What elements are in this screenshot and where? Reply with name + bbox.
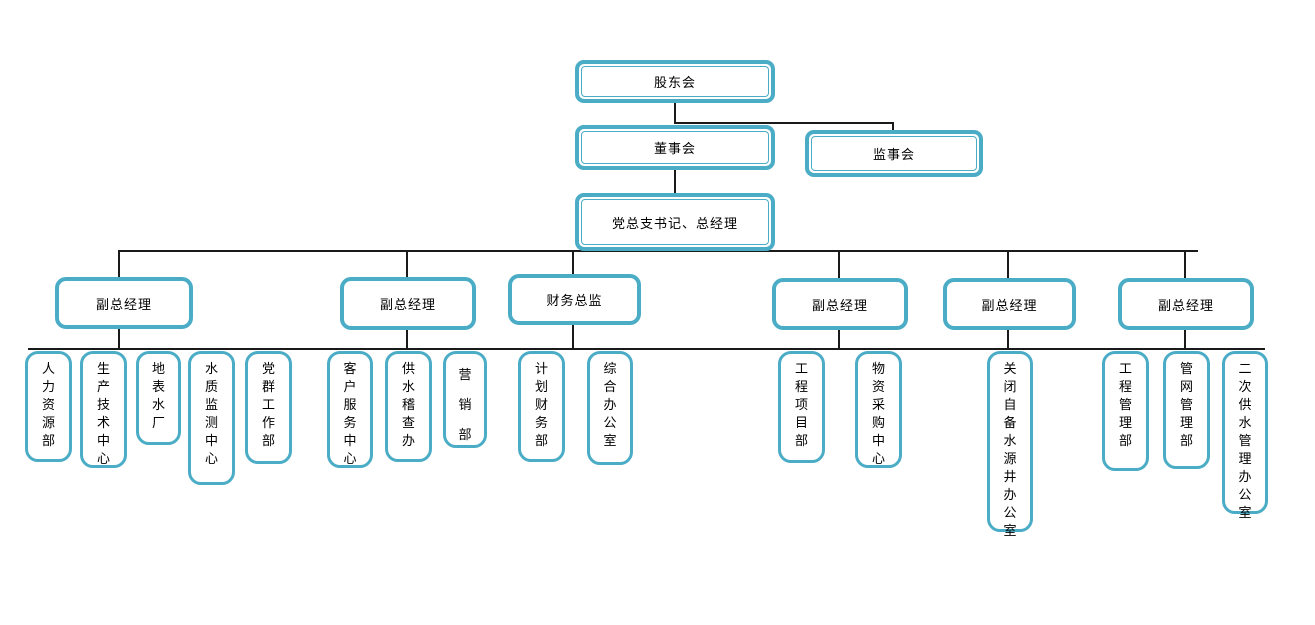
node-label: 副总经理	[379, 298, 436, 313]
node-exec-1: 副总经理	[55, 277, 193, 329]
node-label: 二次供水管理办公室	[1238, 362, 1252, 521]
node-label: 党群工作部	[261, 362, 275, 449]
node-general-manager: 党总支书记、总经理	[575, 193, 775, 251]
connector-exec5-top	[1007, 251, 1009, 279]
node-supervisory-board: 监事会	[805, 130, 983, 177]
node-label: 物资采购中心	[871, 362, 885, 467]
node-dept-party-mass-work: 党群工作部	[245, 351, 292, 464]
connector-exec5-bottom	[1007, 328, 1009, 349]
connector-exec-rail	[118, 250, 1198, 252]
node-dept-water-quality-monitoring: 水质监测中心	[188, 351, 235, 485]
connector-exec4-bottom	[838, 328, 840, 349]
connector-exec3-top	[572, 251, 574, 276]
node-dept-planning-finance: 计划财务部	[518, 351, 565, 462]
connector-exec1-top	[118, 251, 120, 278]
node-label: 党总支书记、总经理	[611, 216, 738, 232]
node-supervisory-inner: 监事会	[811, 136, 977, 171]
node-dept-customer-service-center: 客户服务中心	[327, 351, 373, 468]
node-shareholders-inner: 股东会	[581, 66, 769, 97]
node-exec-4: 副总经理	[772, 278, 908, 330]
connector-board-down	[674, 170, 676, 194]
connector-exec4-top	[838, 251, 840, 279]
connector-exec3-bottom	[572, 324, 574, 349]
node-dept-pipe-network-management: 管网管理部	[1163, 351, 1210, 469]
node-exec-2: 副总经理	[340, 277, 476, 330]
node-label: 副总经理	[1157, 298, 1214, 314]
node-label: 工程项目部	[794, 362, 808, 449]
node-label: 副总经理	[981, 298, 1038, 314]
node-board-inner: 董事会	[581, 131, 769, 164]
node-dept-general-office: 综合办公室	[587, 351, 633, 465]
node-label: 人力资源部	[41, 362, 55, 449]
node-dept-engineering-management: 工程管理部	[1102, 351, 1149, 471]
node-label: 计划财务部	[534, 362, 548, 449]
connector-exec6-top	[1184, 251, 1186, 279]
node-dept-secondary-water-supply-office: 二次供水管理办公室	[1222, 351, 1268, 521]
node-label: 关闭自备水源井办公室	[1003, 362, 1017, 539]
node-label: 管网管理部	[1179, 362, 1193, 449]
node-label: 股东会	[653, 76, 696, 91]
node-label: 客户服务中心	[343, 362, 357, 467]
node-label: 财务总监	[546, 294, 603, 309]
connector-exec1-bottom	[118, 327, 120, 349]
node-label: 地表水厂	[151, 362, 165, 431]
node-shareholders-meeting: 股东会	[575, 60, 775, 103]
node-dept-water-supply-inspection: 供水稽查办	[385, 351, 432, 462]
connector-exec6-bottom	[1184, 328, 1186, 349]
node-label: 综合办公室	[603, 362, 617, 449]
connector-shareholders-down	[674, 103, 676, 123]
node-dept-well-closure-office: 关闭自备水源井办公室	[987, 351, 1033, 539]
node-dept-surface-water-plant: 地表水厂	[136, 351, 181, 445]
connector-dept-rail	[28, 348, 1265, 350]
node-dept-production-tech-center: 生产技术中心	[80, 351, 127, 468]
node-exec-3-cfo: 财务总监	[508, 274, 641, 325]
node-dept-engineering-project: 工程项目部	[778, 351, 825, 463]
node-exec-5: 副总经理	[943, 278, 1076, 330]
node-gm-inner: 党总支书记、总经理	[581, 199, 769, 245]
connector-shareholders-rail	[674, 122, 894, 124]
node-label: 董事会	[653, 142, 696, 157]
node-exec-6: 副总经理	[1118, 278, 1254, 330]
node-board-of-directors: 董事会	[575, 125, 775, 170]
node-dept-marketing: 营销部	[443, 351, 487, 448]
connector-exec2-bottom	[406, 328, 408, 349]
node-label: 副总经理	[811, 298, 868, 314]
node-label: 营销部	[458, 368, 472, 443]
connector-exec2-top	[406, 251, 408, 278]
node-label: 生产技术中心	[96, 362, 110, 467]
node-label: 供水稽查办	[401, 362, 415, 449]
node-label: 工程管理部	[1118, 362, 1132, 449]
node-dept-hr: 人力资源部	[25, 351, 72, 462]
connector-supervisory-down	[892, 122, 894, 131]
node-label: 水质监测中心	[204, 362, 218, 467]
node-label: 监事会	[872, 148, 915, 163]
node-label: 副总经理	[95, 297, 152, 313]
node-dept-material-procurement: 物资采购中心	[855, 351, 902, 468]
